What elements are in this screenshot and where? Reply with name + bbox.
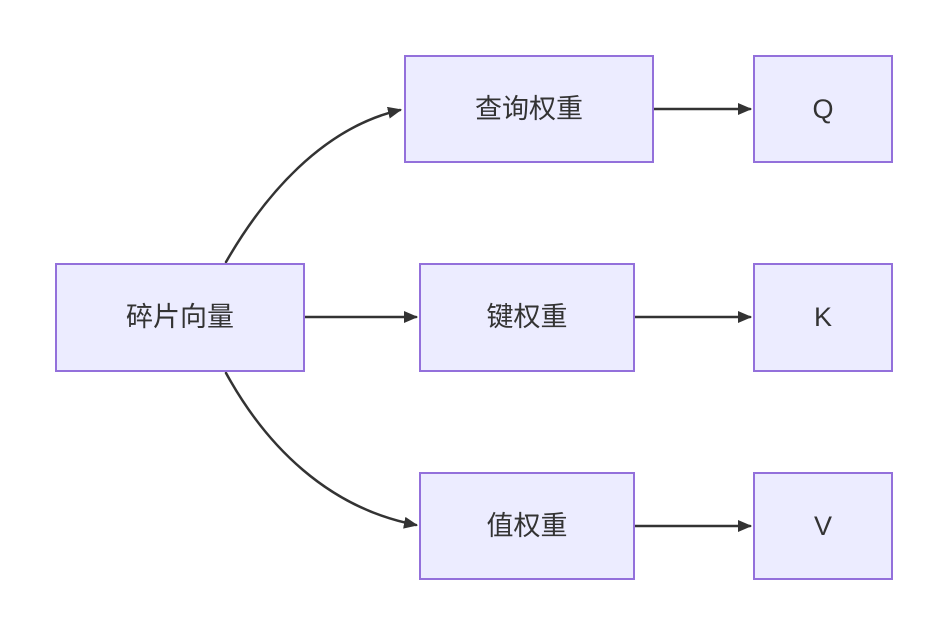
node-fragment-vector-label: 碎片向量 <box>126 302 234 332</box>
node-value-weight-label: 值权重 <box>486 510 568 541</box>
node-fragment-vector: 碎片向量 <box>55 263 305 372</box>
node-value-weight: 值权重 <box>419 472 635 580</box>
node-q-output: Q <box>753 55 893 163</box>
node-query-weight-label: 查询权重 <box>475 93 583 124</box>
node-v-label: V <box>813 510 832 541</box>
node-k-output: K <box>753 263 893 372</box>
edge-source-to-value-weight <box>224 371 418 529</box>
node-k-label: K <box>813 302 832 332</box>
node-key-weight: 键权重 <box>419 263 635 372</box>
node-query-weight: 查询权重 <box>404 55 654 163</box>
node-q-label: Q <box>812 93 834 124</box>
node-key-weight-label: 键权重 <box>486 302 568 332</box>
edge-source-to-query-weight <box>224 106 402 264</box>
node-v-output: V <box>753 472 893 580</box>
